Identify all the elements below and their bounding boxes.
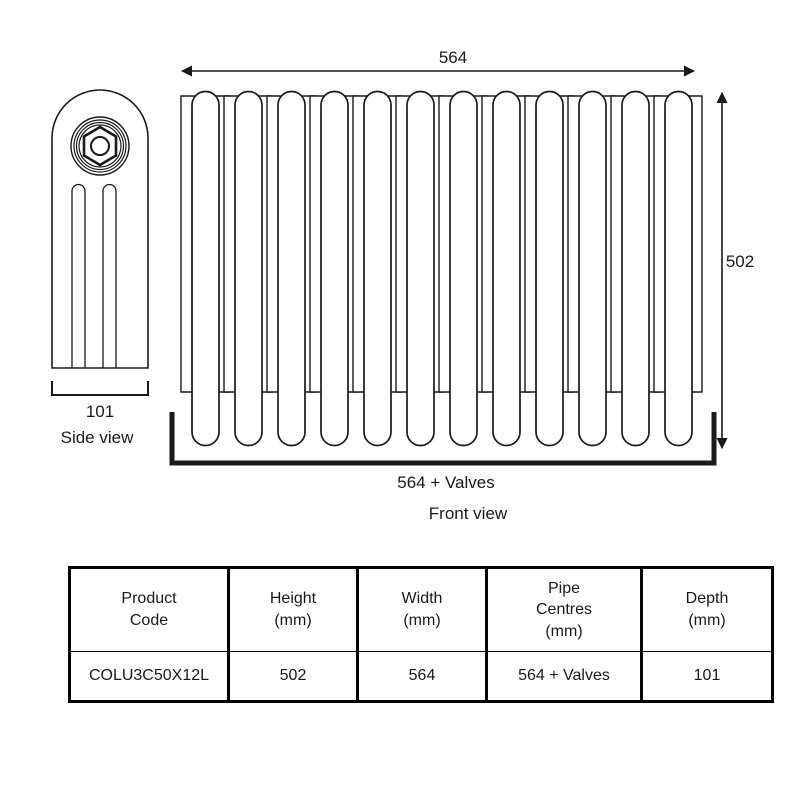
side-view-group: 101 Side view	[51, 89, 149, 447]
header-line-1: Width	[401, 590, 443, 608]
table-header-depth: Depth (mm)	[640, 566, 774, 652]
radiator-front-columns	[191, 90, 693, 447]
table-header-height: Height (mm)	[227, 566, 359, 652]
hex-nut-icon	[70, 116, 130, 176]
side-view-label: Side view	[61, 428, 134, 447]
header-line-2: Code	[129, 612, 169, 629]
front-view-width-label: 564	[439, 48, 467, 67]
header-line-3: (mm)	[545, 622, 583, 640]
side-view-column-slots	[71, 183, 117, 368]
side-view-depth-label: 101	[86, 402, 114, 421]
front-view-pipe-centres-label: 564 + Valves	[397, 473, 495, 492]
header-line-2: (mm)	[274, 612, 312, 629]
header-line-1: Pipe	[547, 579, 581, 597]
table-header-pipe-centres: Pipe Centres (mm)	[485, 566, 643, 652]
header-line-2: Centres	[535, 601, 593, 619]
cell-height: 502	[227, 651, 359, 703]
cell-pipe-centres: 564 + Valves	[485, 651, 643, 703]
front-view-pipe-centres-dimension	[169, 412, 717, 466]
cell-product-code: COLU3C50X12L	[68, 651, 230, 703]
specification-table-wrapper: Product Code Height (mm) Width (mm) Pipe…	[68, 566, 774, 703]
cell-width: 564	[356, 651, 488, 703]
table-row: COLU3C50X12L 502 564 564 + Valves 101	[68, 651, 774, 703]
front-view-height-label: 502	[726, 252, 754, 271]
header-line-1: Product	[121, 590, 177, 608]
side-view-depth-dimension	[51, 381, 149, 396]
cell-depth: 101	[640, 651, 774, 703]
header-line-2: (mm)	[403, 612, 441, 629]
header-line-1: Height	[269, 590, 317, 608]
front-view-label: Front view	[429, 504, 508, 523]
specification-table: Product Code Height (mm) Width (mm) Pipe…	[68, 566, 774, 703]
table-header-width: Width (mm)	[356, 566, 488, 652]
table-header-product-code: Product Code	[68, 566, 230, 652]
table-header-row: Product Code Height (mm) Width (mm) Pipe…	[68, 566, 774, 652]
header-line-1: Depth	[685, 590, 729, 608]
header-line-2: (mm)	[688, 612, 726, 629]
front-view-group: 564	[169, 48, 754, 523]
radiator-sections	[180, 90, 703, 447]
